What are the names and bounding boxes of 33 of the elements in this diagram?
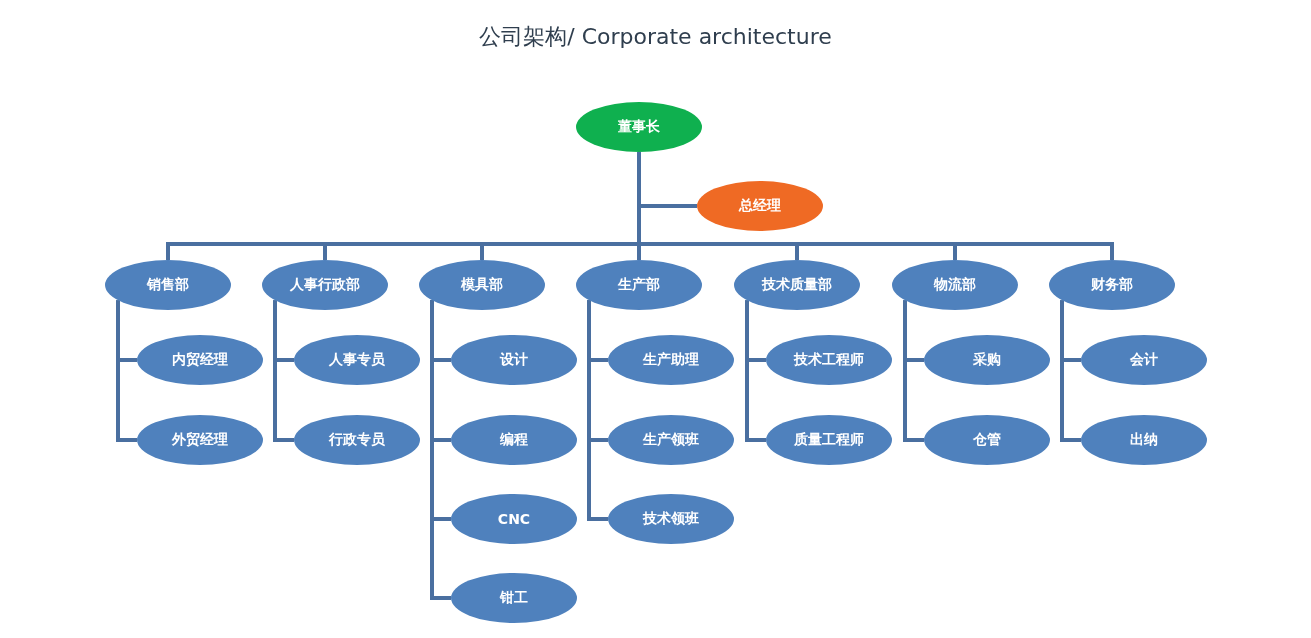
node-label: 行政专员	[329, 431, 385, 449]
connector-line	[116, 300, 137, 442]
node-label: 总经理	[739, 197, 781, 215]
node-label: 物流部	[934, 276, 976, 294]
node-label: 董事长	[618, 118, 660, 136]
node-label: 内贸经理	[172, 351, 228, 369]
node-label: 模具部	[461, 276, 503, 294]
node-label: 采购	[973, 351, 1001, 369]
node-label: 人事专员	[329, 351, 385, 369]
node-label: 技术质量部	[762, 276, 832, 294]
connector-line	[587, 300, 608, 521]
node-label: 人事行政部	[290, 276, 360, 294]
node-label: 设计	[500, 351, 528, 369]
node-label: 生产助理	[643, 351, 699, 369]
connector-line	[273, 300, 294, 442]
node-label: 编程	[500, 431, 528, 449]
node-label: 生产领班	[643, 431, 699, 449]
connector-line	[1060, 300, 1081, 442]
node-label: 会计	[1130, 351, 1158, 369]
node-label: 钳工	[500, 589, 528, 607]
connector-line	[745, 300, 766, 442]
node-label: 出纳	[1130, 431, 1158, 449]
node-label: 仓管	[973, 431, 1001, 449]
node-label: 外贸经理	[172, 431, 228, 449]
node-label: 销售部	[147, 276, 189, 294]
node-label: CNC	[497, 511, 531, 527]
node-label: 质量工程师	[794, 431, 864, 449]
node-label: 生产部	[618, 276, 660, 294]
node-label: 技术领班	[643, 510, 699, 528]
connector-line	[903, 300, 924, 442]
title: 公司架构/ Corporate architecture	[479, 24, 832, 49]
node-label: 技术工程师	[794, 351, 864, 369]
node-label: 财务部	[1091, 276, 1133, 294]
